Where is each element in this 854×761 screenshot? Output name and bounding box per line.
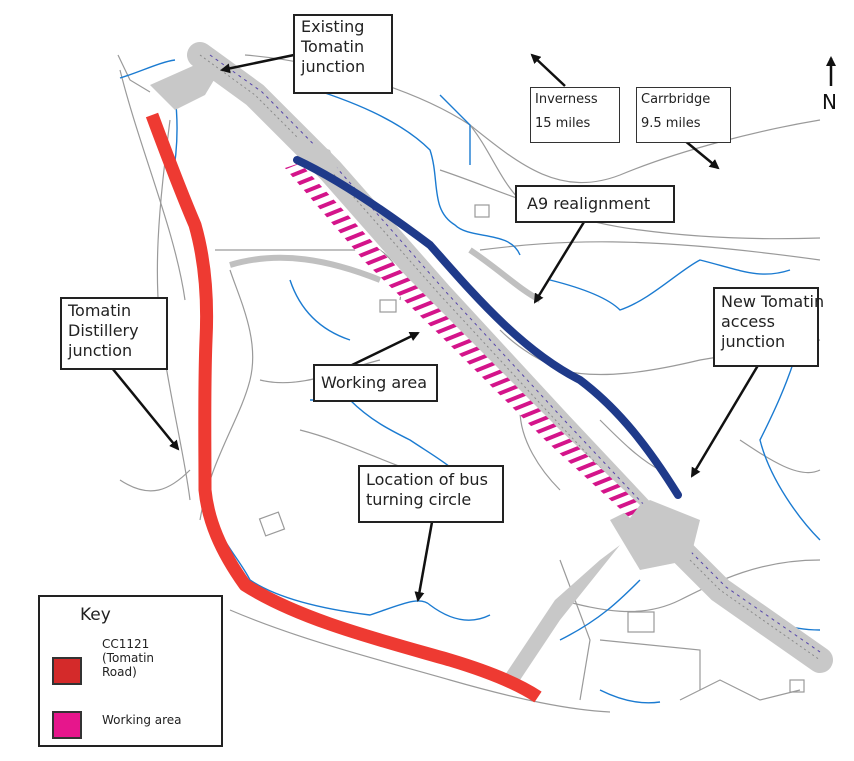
label-distillery-junction: Tomatin Distillery junction (60, 297, 168, 370)
arrow-working-area (349, 331, 420, 368)
arrow-distillery-junction (111, 367, 180, 451)
key-label-working-area: Working area (102, 713, 182, 727)
label-carrbridge: Carrbridge 9.5 miles (636, 87, 731, 143)
arrow-existing-junction (220, 53, 295, 74)
key-label-road: CC1121 (Tomatin Road) (102, 637, 212, 679)
label-new-access-junction-line1: New Tomatin (721, 292, 825, 311)
label-bus-turning: Location of bus turning circle (358, 465, 504, 523)
label-working-area-text: Working area (321, 373, 428, 392)
north-label: N (822, 90, 837, 114)
key-swatch-road (52, 657, 82, 685)
label-existing-junction: Existing Tomatin junction (293, 14, 393, 94)
cc1121-road (145, 112, 542, 703)
map-key: Key CC1121 (Tomatin Road) Working area (38, 595, 223, 747)
key-label-road-line1: CC1121 (102, 637, 150, 651)
arrow-a9-realignment (533, 221, 586, 304)
arrow-bus-turning (414, 521, 434, 602)
label-distillery-junction-line2: Distillery (68, 321, 139, 340)
key-label-road-line2: (Tomatin (102, 651, 155, 665)
label-bus-turning-line1: Location of bus (366, 470, 488, 489)
label-inverness: Inverness 15 miles (530, 87, 620, 143)
arrow-inverness (530, 53, 566, 87)
key-label-road-line3: Road) (102, 665, 137, 679)
label-inverness-line2: 15 miles (535, 116, 591, 131)
label-carrbridge-line2: 9.5 miles (641, 116, 701, 131)
a9-road (187, 42, 833, 673)
label-a9-realignment: A9 realignment (515, 185, 675, 223)
label-existing-junction-line2: Tomatin (301, 37, 365, 56)
annotation-arrows (111, 53, 836, 602)
a9-realignment-line (293, 156, 682, 499)
arrow-new-access-junction (690, 361, 762, 478)
key-title: Key (80, 605, 111, 625)
junction-areas (150, 65, 700, 680)
label-carrbridge-line1: Carrbridge (641, 92, 711, 107)
label-existing-junction-line3: junction (301, 57, 366, 76)
working-area-hatch (285, 163, 640, 518)
label-a9-realignment-text: A9 realignment (527, 194, 651, 213)
label-new-access-junction: New Tomatin access junction (713, 287, 825, 367)
label-working-area: Working area (313, 364, 438, 402)
buildings (258, 204, 805, 693)
label-new-access-junction-line3: junction (721, 332, 786, 351)
label-existing-junction-line1: Existing (301, 17, 365, 36)
arrow-carrbridge (683, 139, 720, 170)
key-swatch-working-area (52, 711, 82, 739)
label-bus-turning-line2: turning circle (366, 490, 472, 509)
label-inverness-line1: Inverness (535, 92, 598, 107)
label-distillery-junction-line1: Tomatin (68, 301, 132, 320)
label-distillery-junction-line3: junction (68, 341, 133, 360)
label-new-access-junction-line2: access (721, 312, 775, 331)
